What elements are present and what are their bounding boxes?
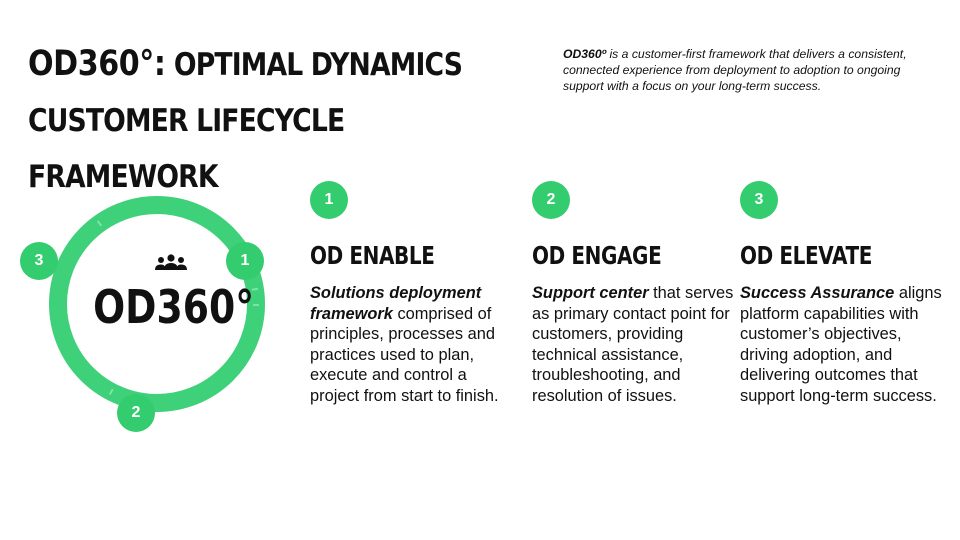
column-elevate: 3 OD Elevate Success Assurance aligns pl… [740, 181, 950, 407]
ring-badge-3: 3 [20, 242, 58, 280]
ring-center: OD360° [76, 253, 266, 332]
column-description: Support center that serves as primary co… [532, 283, 742, 407]
intro-text: is a customer-first framework that deliv… [563, 47, 907, 93]
column-heading: OD Enable [310, 241, 435, 270]
column-body: comprised of principles, processes and p… [310, 304, 499, 405]
step-badge-1: 1 [310, 181, 348, 219]
ring-badge-1: 1 [226, 242, 264, 280]
ring-label: OD360° [93, 280, 255, 334]
step-badge-2: 2 [532, 181, 570, 219]
column-heading: OD Engage [532, 241, 662, 270]
column-heading: OD Elevate [740, 241, 872, 270]
people-group-icon [153, 253, 189, 273]
ring-inner [68, 215, 246, 393]
column-description: Solutions deployment framework comprised… [310, 283, 520, 407]
column-engage: 2 OD Engage Support center that serves a… [532, 181, 742, 407]
title-rest: Optimal Dynamics Customer Lifecycle Fram… [28, 47, 463, 195]
column-body: aligns platform capabilities with custom… [740, 284, 942, 405]
column-body: that serves as primary contact point for… [532, 284, 734, 405]
ring-badge-2: 2 [117, 394, 155, 432]
column-enable: 1 OD Enable Solutions deployment framewo… [310, 181, 520, 407]
column-lead: Solutions deployment framework [310, 284, 482, 323]
column-lead: Success Assurance [740, 284, 895, 302]
intro-brand: OD360º [563, 47, 607, 61]
column-lead: Support center [532, 284, 649, 302]
column-description: Success Assurance aligns platform capabi… [740, 283, 950, 407]
title-brand: OD360°: [28, 44, 166, 84]
ring-graphic [49, 196, 265, 412]
lifecycle-ring: OD360° 1 2 3 [20, 195, 270, 435]
intro-paragraph: OD360º is a customer-first framework tha… [563, 46, 935, 94]
step-badge-3: 3 [740, 181, 778, 219]
page-title: OD360°: Optimal Dynamics Customer Lifecy… [28, 36, 475, 205]
ring-segment-gap [55, 202, 259, 406]
